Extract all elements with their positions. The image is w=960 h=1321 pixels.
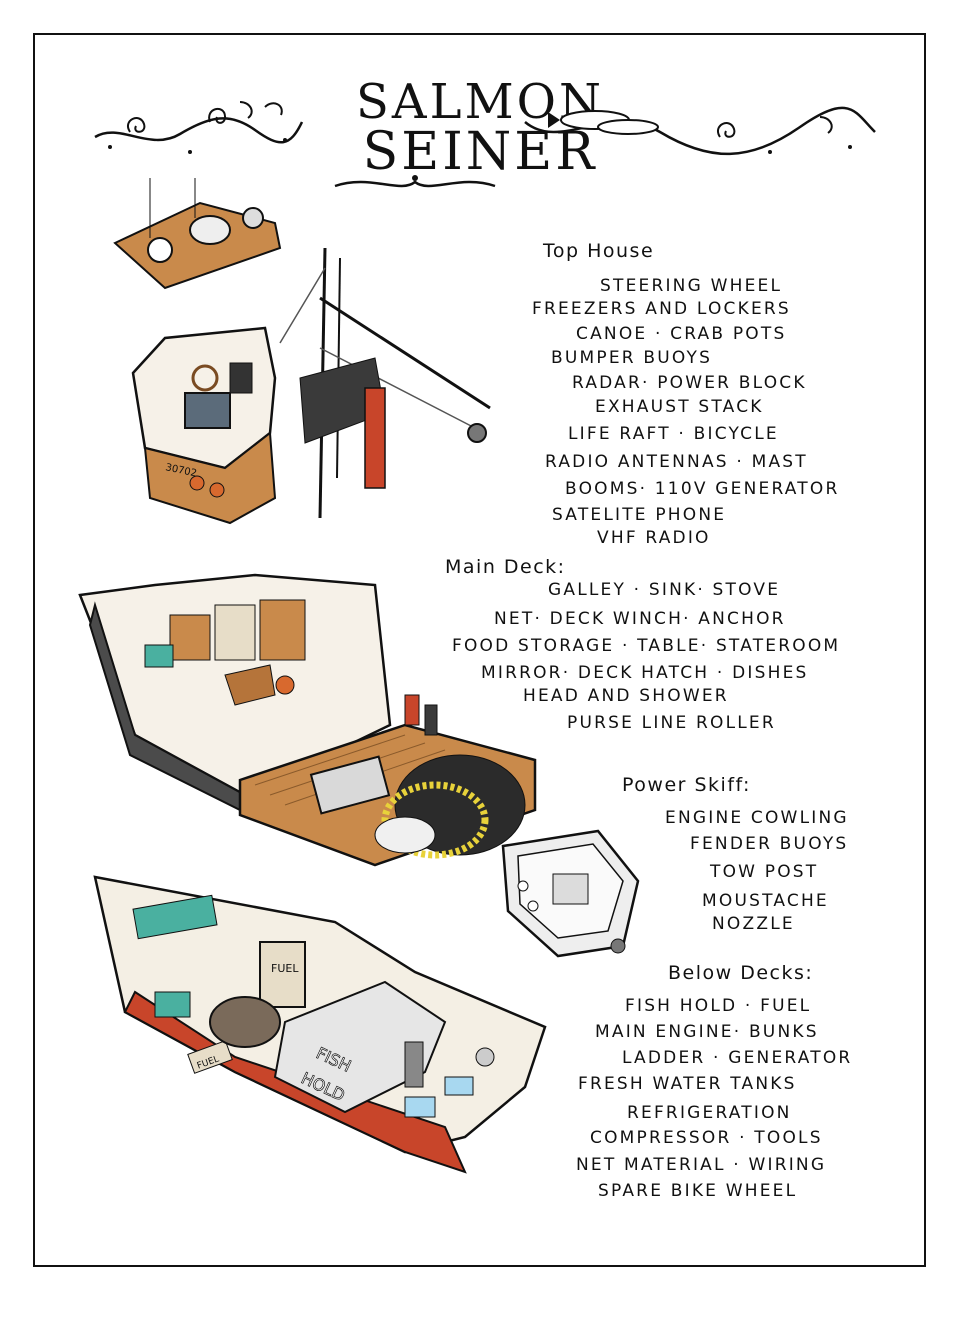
- top-house-item: Life raft · Bicycle: [568, 424, 779, 444]
- main-deck-item: Food storage · Table· Stateroom: [452, 636, 841, 656]
- fuel-tank-label: FUEL: [271, 962, 299, 975]
- top-house-item: Freezers and lockers: [532, 299, 791, 319]
- below-decks-item: Spare bike wheel: [598, 1181, 798, 1201]
- below-decks-item: Main engine· Bunks: [595, 1022, 819, 1042]
- below-decks-item: Compressor · Tools: [590, 1128, 823, 1148]
- power-skiff-item: Moustache: [702, 891, 829, 911]
- below-decks-item: Fish hold · Fuel: [625, 996, 812, 1016]
- power-skiff-item: Fender buoys: [690, 834, 849, 854]
- top-house-illustration: 30702: [113, 178, 491, 525]
- power-skiff-heading: Power Skiff:: [622, 774, 751, 796]
- below-decks-item: Ladder · Generator: [622, 1048, 853, 1068]
- below-decks-heading: Below Decks:: [668, 962, 814, 984]
- right-flourish-fish-ornament: [524, 106, 876, 156]
- top-house-item: Steering wheel: [600, 276, 783, 296]
- main-deck-illustration: [78, 573, 537, 867]
- title-underline-ornament: [334, 175, 496, 188]
- below-decks-item: Net material · Wiring: [576, 1155, 827, 1175]
- canoe-platform: [113, 178, 282, 290]
- top-house-item: Canoe · Crab pots: [576, 324, 787, 344]
- top-house-item: Bumper buoys: [551, 348, 713, 368]
- page-border: [33, 33, 926, 1267]
- power-skiff-illustration: [501, 829, 640, 958]
- below-decks-item: Refrigeration: [627, 1103, 792, 1123]
- left-flourish-ornament: [94, 101, 304, 154]
- top-house-item: Booms· 110V generator: [565, 479, 840, 499]
- main-deck-item: Purse line roller: [567, 713, 776, 733]
- top-house-item: VHF radio: [597, 528, 711, 548]
- main-deck-heading: Main Deck:: [445, 556, 566, 578]
- main-deck-item: Head and shower: [523, 686, 729, 706]
- below-decks-illustration: FUEL FUEL FISH HOLD: [93, 875, 547, 1174]
- wheelhouse: 30702: [131, 326, 277, 525]
- main-deck-item: Galley · Sink· Stove: [548, 580, 781, 600]
- top-house-item: Satelite phone: [552, 505, 727, 525]
- top-house-item: Exhaust stack: [595, 397, 764, 417]
- power-skiff-item: Nozzle: [712, 914, 795, 934]
- top-house-item: Radio antennas · Mast: [545, 452, 808, 472]
- power-skiff-item: Engine cowling: [665, 808, 849, 828]
- power-skiff-item: Tow post: [710, 862, 819, 882]
- main-deck-item: Mirror· Deck hatch · Dishes: [481, 663, 809, 683]
- top-house-heading: Top House: [543, 240, 655, 262]
- top-house-item: Radar· Power block: [572, 373, 807, 393]
- mast-and-booms: [279, 247, 491, 519]
- main-deck-item: Net· Deck winch· Anchor: [494, 609, 786, 629]
- below-decks-item: Fresh water tanks: [578, 1074, 797, 1094]
